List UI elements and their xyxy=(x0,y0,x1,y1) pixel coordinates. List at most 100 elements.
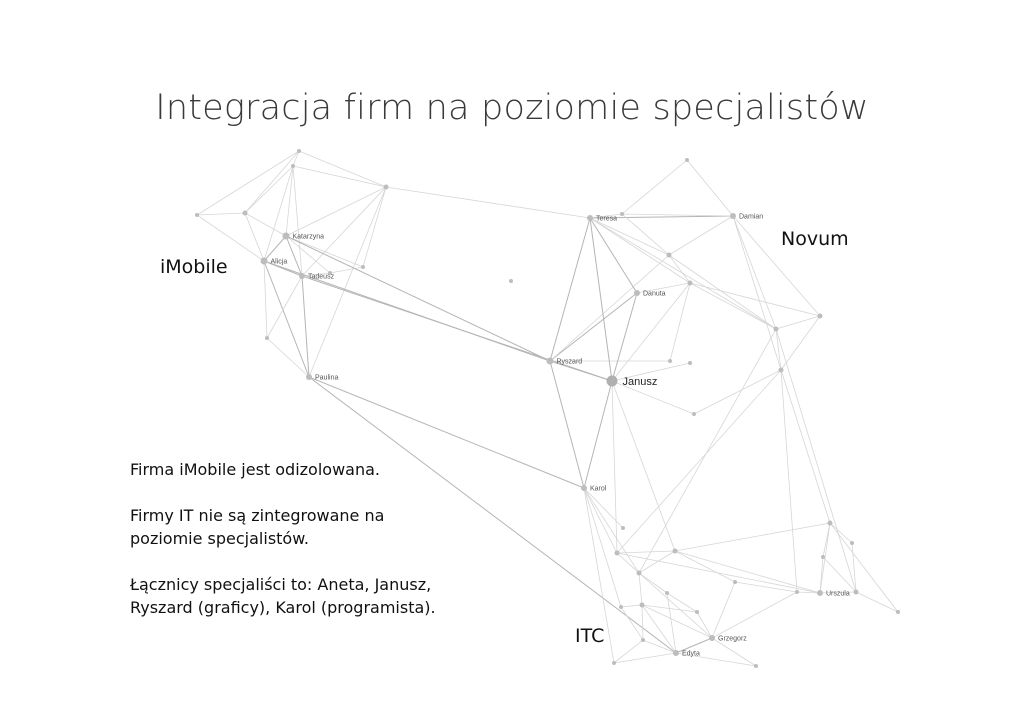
edge-ryszard-karol xyxy=(549,360,585,489)
edge-katarzyna-tadeusz xyxy=(285,235,303,277)
edge-i3-i6 xyxy=(362,186,387,268)
edge-karol-t1 xyxy=(583,487,618,554)
edge-ryszard-danuta xyxy=(549,292,638,362)
edge-n6-n7 xyxy=(780,315,821,371)
node-urszula xyxy=(817,590,823,596)
edge-n1-n2 xyxy=(621,159,688,215)
node-t4 xyxy=(639,602,645,608)
edge-t1-t2 xyxy=(616,550,676,554)
node-n6 xyxy=(817,313,823,319)
edge-i2-i5 xyxy=(196,150,300,216)
edge-katarzyna-alicja xyxy=(263,235,287,262)
edge-n5-t9 xyxy=(775,328,857,593)
edge-katarzyna-i6 xyxy=(285,235,364,268)
edge-i1-i4 xyxy=(244,165,294,214)
node-iso xyxy=(509,279,513,283)
edge-i2-i4 xyxy=(244,150,300,214)
edge-janusz-teresa xyxy=(589,217,613,382)
edge-t3-grzegorz xyxy=(638,572,713,639)
node-n5 xyxy=(773,326,779,332)
edge-janusz-t1 xyxy=(611,380,618,554)
edge-i1-i2 xyxy=(292,150,300,167)
edge-n7-t7 xyxy=(780,369,831,524)
node-n8 xyxy=(668,359,672,363)
note-isolated: Firma iMobile jest odizolowana. xyxy=(130,460,380,479)
edge-teresa-n4 xyxy=(589,217,691,284)
node-n9 xyxy=(688,361,692,365)
edge-i1-i3 xyxy=(292,165,387,188)
node-label-teresa: Teresa xyxy=(596,216,617,223)
node-label-grzegorz: Grzegorz xyxy=(718,636,747,643)
edge-t14-edyta xyxy=(666,592,677,654)
node-tadeusz xyxy=(299,273,305,279)
node-t6 xyxy=(733,580,737,584)
edge-n4-danuta xyxy=(636,282,691,294)
edge-i6-i7 xyxy=(329,266,364,274)
edge-t1-urszula xyxy=(616,552,821,594)
node-alicja xyxy=(260,257,268,265)
edge-t4-grzegorz xyxy=(641,604,713,639)
node-label-katarzyna: Katarzyna xyxy=(293,234,325,241)
edge-t9-t11 xyxy=(855,591,899,613)
node-n1 xyxy=(685,158,689,162)
edge-i3-teresa xyxy=(385,186,591,219)
edge-grzegorz-t15 xyxy=(711,637,757,667)
node-n7 xyxy=(778,367,784,373)
node-t13 xyxy=(695,610,699,614)
edge-n4-n5 xyxy=(689,282,777,330)
edge-urszula-t10 xyxy=(819,556,824,594)
page-title: Integracja firm na poziomie specjalistów xyxy=(155,88,869,128)
edge-damian-n3 xyxy=(668,215,734,256)
node-label-janusz: Janusz xyxy=(623,376,658,388)
edge-t7-t11 xyxy=(829,522,899,613)
edge-alicja-i4 xyxy=(244,212,265,262)
edge-n4-n8 xyxy=(669,282,691,362)
edge-paulina-i8 xyxy=(266,337,310,378)
edge-katarzyna-ryszard xyxy=(285,235,551,362)
node-t8 xyxy=(850,541,854,545)
edge-i2-i3 xyxy=(298,150,387,188)
node-label-urszula: Urszula xyxy=(826,591,850,598)
network-edges xyxy=(196,150,899,667)
edge-janusz-danuta xyxy=(611,292,638,382)
notes-text: Firma iMobile jest odizolowana. Firmy IT… xyxy=(130,458,460,642)
node-label-karol: Karol xyxy=(590,486,607,493)
edge-t13-grzegorz xyxy=(696,611,713,639)
edge-t7-t8 xyxy=(829,522,853,544)
edge-janusz-karol xyxy=(583,380,613,489)
node-label-alicja: Alicja xyxy=(271,259,288,266)
node-t17 xyxy=(612,661,616,665)
edge-tadeusz-paulina xyxy=(301,275,310,378)
edge-n5-n7 xyxy=(775,328,782,371)
edge-n4-n6 xyxy=(689,282,821,317)
node-danuta xyxy=(634,290,640,296)
edge-alicja-i8 xyxy=(263,260,268,339)
edge-t3-t4 xyxy=(638,572,643,606)
node-i1 xyxy=(291,164,295,168)
node-n10 xyxy=(692,412,696,416)
edge-alicja-i1 xyxy=(263,165,294,262)
edge-teresa-danuta xyxy=(589,217,638,294)
node-n2 xyxy=(620,212,624,216)
edge-alicja-paulina xyxy=(263,260,310,378)
node-katarzyna xyxy=(282,232,290,240)
edge-n5-t3 xyxy=(638,328,777,574)
edge-janusz-n4 xyxy=(611,282,691,382)
node-t12 xyxy=(795,590,799,594)
edge-n7-t1 xyxy=(616,369,782,554)
edge-damian-n6 xyxy=(732,215,821,317)
edge-t4-t5 xyxy=(620,604,643,608)
edge-grzegorz-t12 xyxy=(711,591,798,639)
node-damian xyxy=(730,213,736,219)
edge-t3-t14 xyxy=(638,572,668,594)
edge-i4-i5 xyxy=(196,212,246,216)
node-t1 xyxy=(614,550,620,556)
edge-paulina-edyta xyxy=(308,376,677,654)
edge-t2-urszula xyxy=(674,550,821,594)
cluster-label-novum: Novum xyxy=(781,228,849,250)
node-label-edyta: Edyta xyxy=(682,651,700,658)
edge-t4-t16 xyxy=(641,604,644,641)
node-janusz xyxy=(606,375,618,387)
node-n3 xyxy=(666,252,672,258)
